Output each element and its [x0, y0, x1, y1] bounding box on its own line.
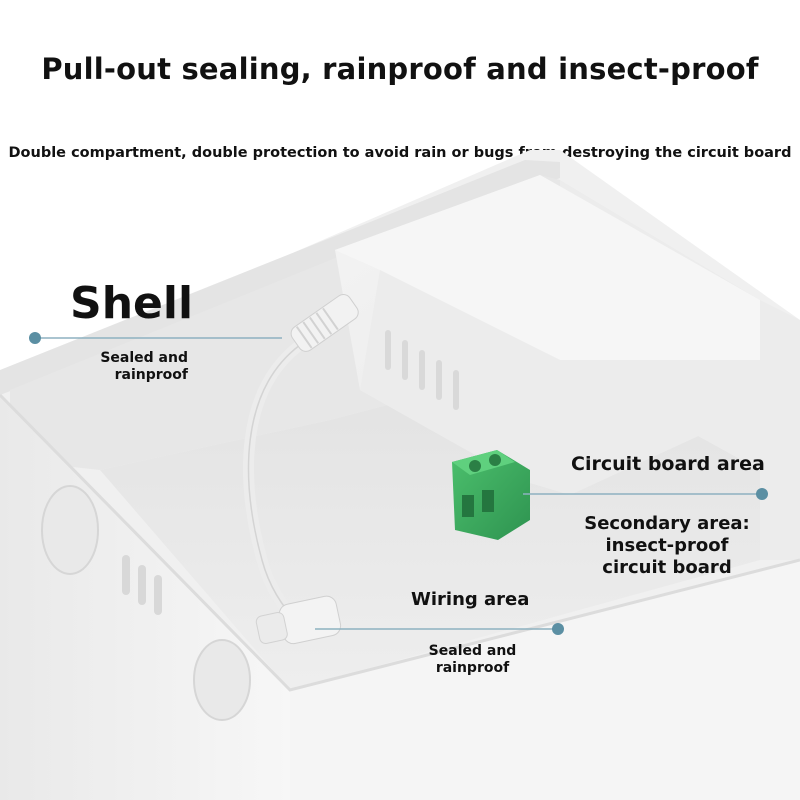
shell-label: Shell — [70, 278, 194, 329]
wiring-callout-dot — [552, 623, 564, 635]
power-cable — [243, 294, 359, 645]
shell-callout-dot — [29, 332, 41, 344]
page-title: Pull-out sealing, rainproof and insect-p… — [41, 52, 759, 86]
terminal-block — [452, 450, 530, 540]
shell-note: Sealed and rainproof — [100, 350, 188, 383]
wiring-label: Wiring area — [411, 589, 530, 610]
circuit-compartment — [335, 175, 760, 495]
circuit-board-label: Circuit board area — [571, 453, 765, 475]
circuit-board-note: Secondary area: insect-proof circuit boa… — [584, 513, 750, 578]
callout-leaders — [35, 337, 762, 630]
wiring-note: Sealed and rainproof — [428, 643, 517, 676]
page-subtitle: Double compartment, double protection to… — [8, 145, 792, 161]
circuit-callout-dot — [756, 488, 768, 500]
